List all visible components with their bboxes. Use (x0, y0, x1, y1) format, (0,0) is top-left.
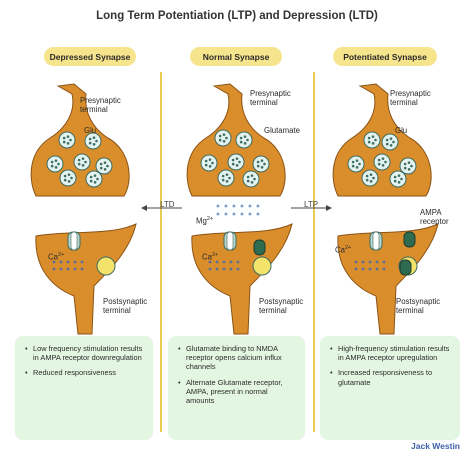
synaptic-vesicle (85, 170, 103, 188)
synaptic-vesicle (59, 169, 77, 187)
credit-text: Jack Westin (411, 441, 460, 451)
synaptic-vesicle (217, 169, 235, 187)
info-box-depressed: Low frequency stimulation results in AMP… (15, 336, 153, 440)
glutamate-label-normal: Glutamate (264, 126, 300, 135)
synaptic-vesicle (214, 129, 232, 147)
glu-label-depressed: Glu (84, 126, 97, 135)
synaptic-vesicle (235, 131, 253, 149)
postsynaptic-terminal-shape (337, 223, 439, 335)
synaptic-vesicle (381, 133, 399, 151)
internalized-receptor (252, 256, 272, 276)
ltd-label: LTD (160, 200, 175, 209)
bullet-potentiated-2: Increased responsiveness to glutamate (330, 368, 452, 386)
ampa-receptor-label: AMPA receptor (420, 208, 449, 226)
synaptic-vesicle (347, 155, 365, 173)
diagram-title: Long Term Potentiation (LTP) and Depress… (96, 10, 378, 22)
synaptic-vesicle (58, 131, 76, 149)
heading-normal-synapse: Normal Synapse (190, 47, 282, 66)
divider-left (160, 72, 162, 432)
synaptic-vesicle (361, 169, 379, 187)
synaptic-vesicle (84, 132, 102, 150)
bullet-depressed-2: Reduced responsiveness (25, 368, 145, 377)
heading-potentiated-synapse: Potentiated Synapse (333, 47, 437, 66)
ampa-receptor (403, 231, 416, 248)
synaptic-vesicle (363, 131, 381, 149)
postsynaptic-label-depressed: Postsynaptic terminal (103, 297, 148, 315)
postsynaptic-label-normal: Postsynaptic terminal (259, 297, 304, 315)
synaptic-vesicle (227, 153, 245, 171)
ampa-receptor (253, 239, 266, 256)
calcium-label-normal: Ca2+ (202, 252, 219, 262)
synaptic-vesicle (252, 155, 270, 173)
synaptic-vesicle (399, 157, 417, 175)
presynaptic-label-depressed: Presynaptic terminal (80, 96, 121, 114)
synaptic-vesicle (373, 153, 391, 171)
calcium-label-potentiated: Ca2+ (335, 245, 352, 255)
synaptic-vesicle (46, 155, 64, 173)
calcium-label-depressed: Ca2+ (48, 252, 65, 262)
bullet-potentiated-1: High-frequency stimulation results in AM… (330, 344, 452, 362)
magnesium-label-normal: Mg2+ (196, 216, 214, 226)
ampa-receptor (399, 259, 412, 276)
info-box-normal: Glutamate binding to NMDA receptor opens… (168, 336, 305, 440)
postsynaptic-terminal-shape (35, 223, 137, 335)
synaptic-vesicle (200, 154, 218, 172)
presynaptic-label-normal: Presynaptic terminal (250, 89, 291, 107)
glu-label-potentiated: Glu (395, 126, 408, 135)
synaptic-vesicle (389, 170, 407, 188)
presynaptic-label-potentiated: Presynaptic terminal (390, 89, 431, 107)
ltp-label: LTP (304, 200, 319, 209)
synaptic-vesicle (73, 153, 91, 171)
postsynaptic-terminal-shape (191, 223, 293, 335)
info-box-potentiated: High-frequency stimulation results in AM… (320, 336, 460, 440)
synaptic-vesicle (242, 170, 260, 188)
internalized-receptor (96, 256, 116, 276)
bullet-depressed-1: Low frequency stimulation results in AMP… (25, 344, 145, 362)
divider-right (313, 72, 315, 432)
synaptic-vesicle (95, 157, 113, 175)
bullet-normal-1: Glutamate binding to NMDA receptor opens… (178, 344, 297, 372)
postsynaptic-label-potentiated: Postsynaptic terminal (396, 297, 441, 315)
heading-depressed-synapse: Depressed Synapse (44, 47, 136, 66)
bullet-normal-2: Alternate Glutamate receptor, AMPA, pres… (178, 378, 297, 406)
